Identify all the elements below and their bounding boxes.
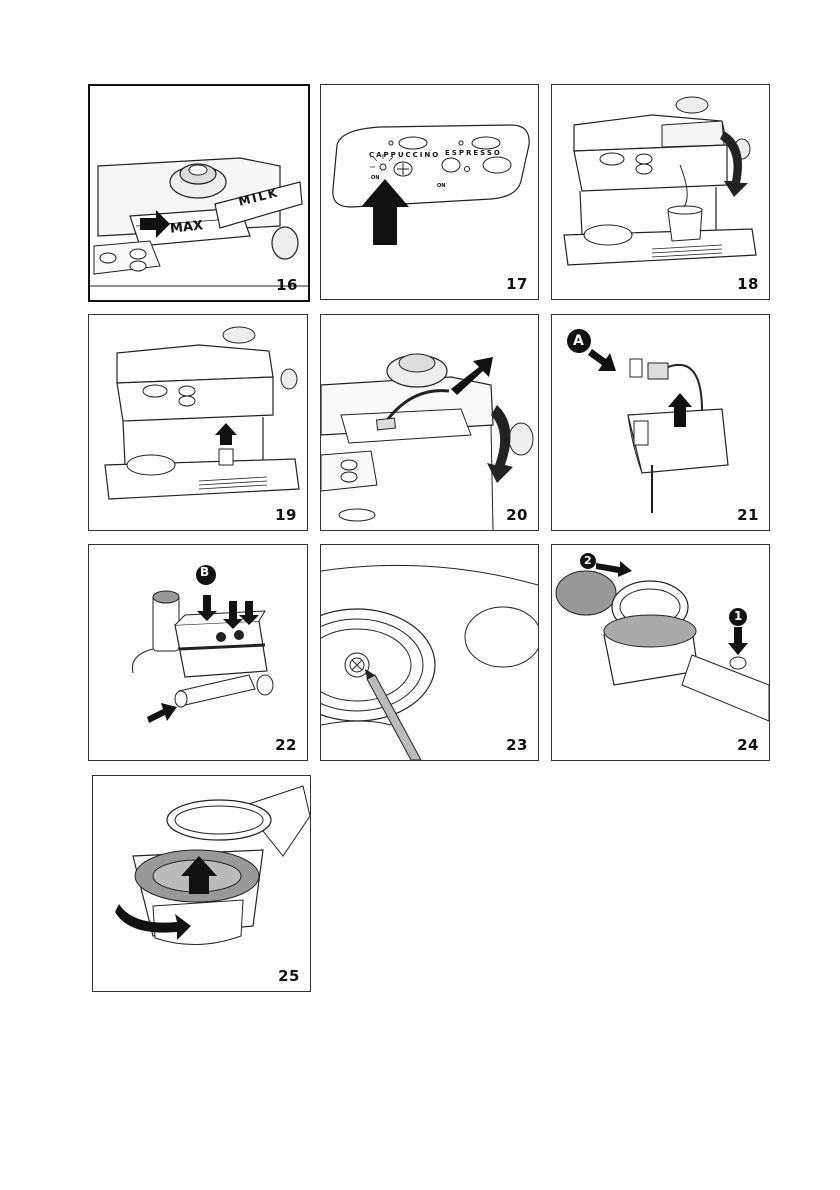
- espresso-label: ESPRESSO: [445, 149, 502, 157]
- figure-number: 25: [278, 967, 300, 985]
- arrow-icon: [588, 349, 616, 371]
- machine-illustration: [104, 326, 300, 500]
- figure-panel-22: B 22: [88, 544, 308, 761]
- arrow-icon: [181, 856, 217, 894]
- callout-b: B: [200, 565, 210, 579]
- arrow-icon: [361, 179, 409, 245]
- figure-number: 20: [506, 506, 528, 524]
- arrow-icon: [668, 393, 692, 427]
- filter-assembly-illustration: [115, 785, 310, 945]
- milk-tube-illustration: [321, 353, 534, 530]
- filter-cleaning-illustration: [321, 564, 538, 760]
- filter-holder-illustration: [555, 553, 769, 722]
- figure-number: 17: [506, 275, 528, 293]
- figure-number: 19: [275, 506, 297, 524]
- arrow-icon: [215, 423, 237, 445]
- figure-number: 21: [737, 506, 759, 524]
- figure-panel-18: 18: [551, 84, 770, 300]
- arrow-icon: [451, 357, 493, 395]
- milk-container-illustration: [90, 157, 308, 287]
- figure-number: 24: [737, 736, 759, 754]
- figure-number: 16: [276, 276, 298, 294]
- callout-a: A: [573, 333, 584, 349]
- figure-number: 18: [737, 275, 759, 293]
- on-label-right: ON: [437, 183, 446, 189]
- figure-panel-24: 2 1 24: [551, 544, 770, 761]
- step-2-label: 2: [584, 554, 592, 567]
- cappuccino-label: CAPPUCCINO: [369, 151, 441, 159]
- arrow-icon: [223, 601, 243, 629]
- control-panel-illustration: [332, 124, 530, 245]
- arrow-icon: [197, 595, 217, 621]
- figure-panel-19: 19: [88, 314, 308, 531]
- figure-panel-16: MAX MILK 16: [88, 84, 310, 302]
- arrow-icon: [487, 405, 513, 483]
- figure-number: 23: [506, 736, 528, 754]
- arrow-icon: [147, 703, 177, 723]
- on-label-left: ON: [371, 175, 380, 181]
- arrow-icon: [720, 131, 748, 197]
- milk-tank-illustration: [567, 329, 729, 513]
- step-1-label: 1: [734, 609, 743, 623]
- arrow-icon: [115, 904, 191, 940]
- arrow-icon: [140, 210, 170, 238]
- figure-panel-23: 23: [320, 544, 539, 761]
- arrow-icon: [239, 601, 259, 625]
- figure-panel-17: CAPPUCCINO ESPRESSO ON ON 17: [320, 84, 539, 300]
- figure-panel-20: 20: [320, 314, 539, 531]
- figure-panel-21: A 21: [551, 314, 770, 531]
- figure-panel-25: 25: [92, 775, 311, 992]
- frother-parts-illustration: [131, 565, 274, 723]
- arrow-icon: [728, 627, 748, 655]
- figure-number: 22: [275, 736, 297, 754]
- machine-illustration: [563, 96, 757, 266]
- arrow-icon: [596, 561, 632, 577]
